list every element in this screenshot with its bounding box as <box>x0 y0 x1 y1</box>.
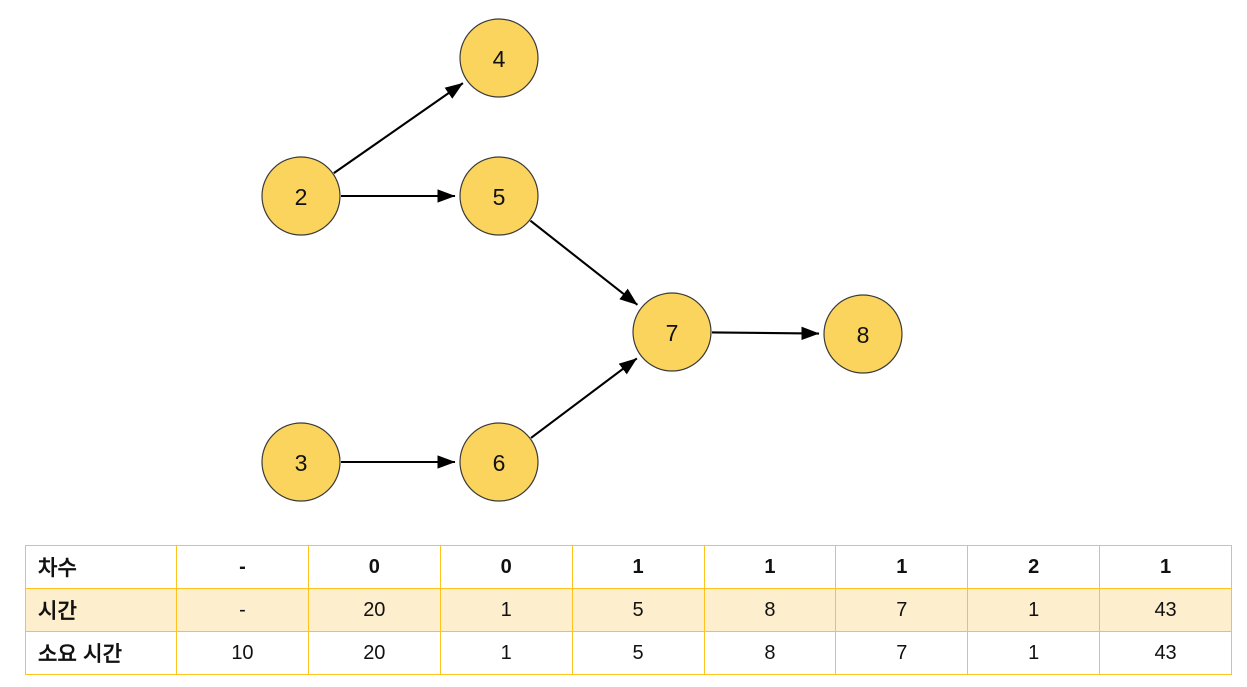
table-cell: 7 <box>835 588 969 632</box>
graph-node-circle-7[interactable] <box>632 292 712 372</box>
graph-node-circle-4[interactable] <box>459 18 539 98</box>
graph-node-label-5: 5 <box>493 184 506 210</box>
table-cell: 0 <box>307 545 441 589</box>
graph-node-7[interactable]: 7 <box>632 292 712 372</box>
table-cell: 43 <box>1099 631 1232 675</box>
graph-node-circle-3[interactable] <box>261 422 341 502</box>
graph-edge-7-to-8 <box>711 326 820 341</box>
graph-diagram: 4 2 5 7 8 3 6 <box>261 18 903 502</box>
table-cell: - <box>176 588 309 632</box>
graph-edge-6-to-7 <box>530 357 638 439</box>
table-row-label: 소요 시간 <box>25 631 177 675</box>
graph-node-label-4: 4 <box>493 46 506 72</box>
graph-node-4[interactable]: 4 <box>459 18 539 98</box>
table-cell: 20 <box>307 588 441 632</box>
graph-node-8[interactable]: 8 <box>823 294 903 374</box>
graph-node-label-2: 2 <box>295 184 308 210</box>
table-cell: 1 <box>571 545 705 589</box>
table-cell: 10 <box>176 631 309 675</box>
table-cell: 1 <box>439 588 573 632</box>
graph-node-circle-6[interactable] <box>459 422 539 502</box>
table-cell: 20 <box>307 631 441 675</box>
table-row-label: 시간 <box>25 588 177 632</box>
table-cell: 5 <box>571 588 705 632</box>
table-cell: 1 <box>703 545 837 589</box>
table-cell: 43 <box>1099 588 1232 632</box>
graph-node-label-6: 6 <box>493 450 506 476</box>
graph-node-label-3: 3 <box>295 450 308 476</box>
graph-node-5[interactable]: 5 <box>459 156 539 236</box>
graph-edge-5-to-7 <box>529 219 639 306</box>
table-cell: 7 <box>835 631 969 675</box>
graph-canvas: 4 2 5 7 8 3 6 <box>261 18 903 502</box>
graph-node-circle-2[interactable] <box>261 156 341 236</box>
graph-node-circle-5[interactable] <box>459 156 539 236</box>
graph-node-6[interactable]: 6 <box>459 422 539 502</box>
table-cell: 8 <box>703 588 837 632</box>
graph-node-label-7: 7 <box>666 320 679 346</box>
graph-node-circle-8[interactable] <box>823 294 903 374</box>
table-cell: 8 <box>703 631 837 675</box>
table-cell: 5 <box>571 631 705 675</box>
graph-node-2[interactable]: 2 <box>261 156 341 236</box>
graph-node-3[interactable]: 3 <box>261 422 341 502</box>
graph-nodes: 4 2 5 7 8 3 6 <box>261 18 903 502</box>
table-cell: - <box>176 545 309 589</box>
graph-node-label-8: 8 <box>857 322 870 348</box>
table-cell: 1 <box>835 545 969 589</box>
table-cell: 2 <box>967 545 1101 589</box>
table-cell: 1 <box>967 631 1101 675</box>
table-cell: 0 <box>439 545 573 589</box>
table-row-label: 차수 <box>25 545 177 589</box>
graph-edge-2-to-4 <box>333 82 464 174</box>
graph-edges <box>333 82 820 469</box>
table-cell: 1 <box>1099 545 1232 589</box>
table-cell: 1 <box>439 631 573 675</box>
table-cell: 1 <box>967 588 1101 632</box>
